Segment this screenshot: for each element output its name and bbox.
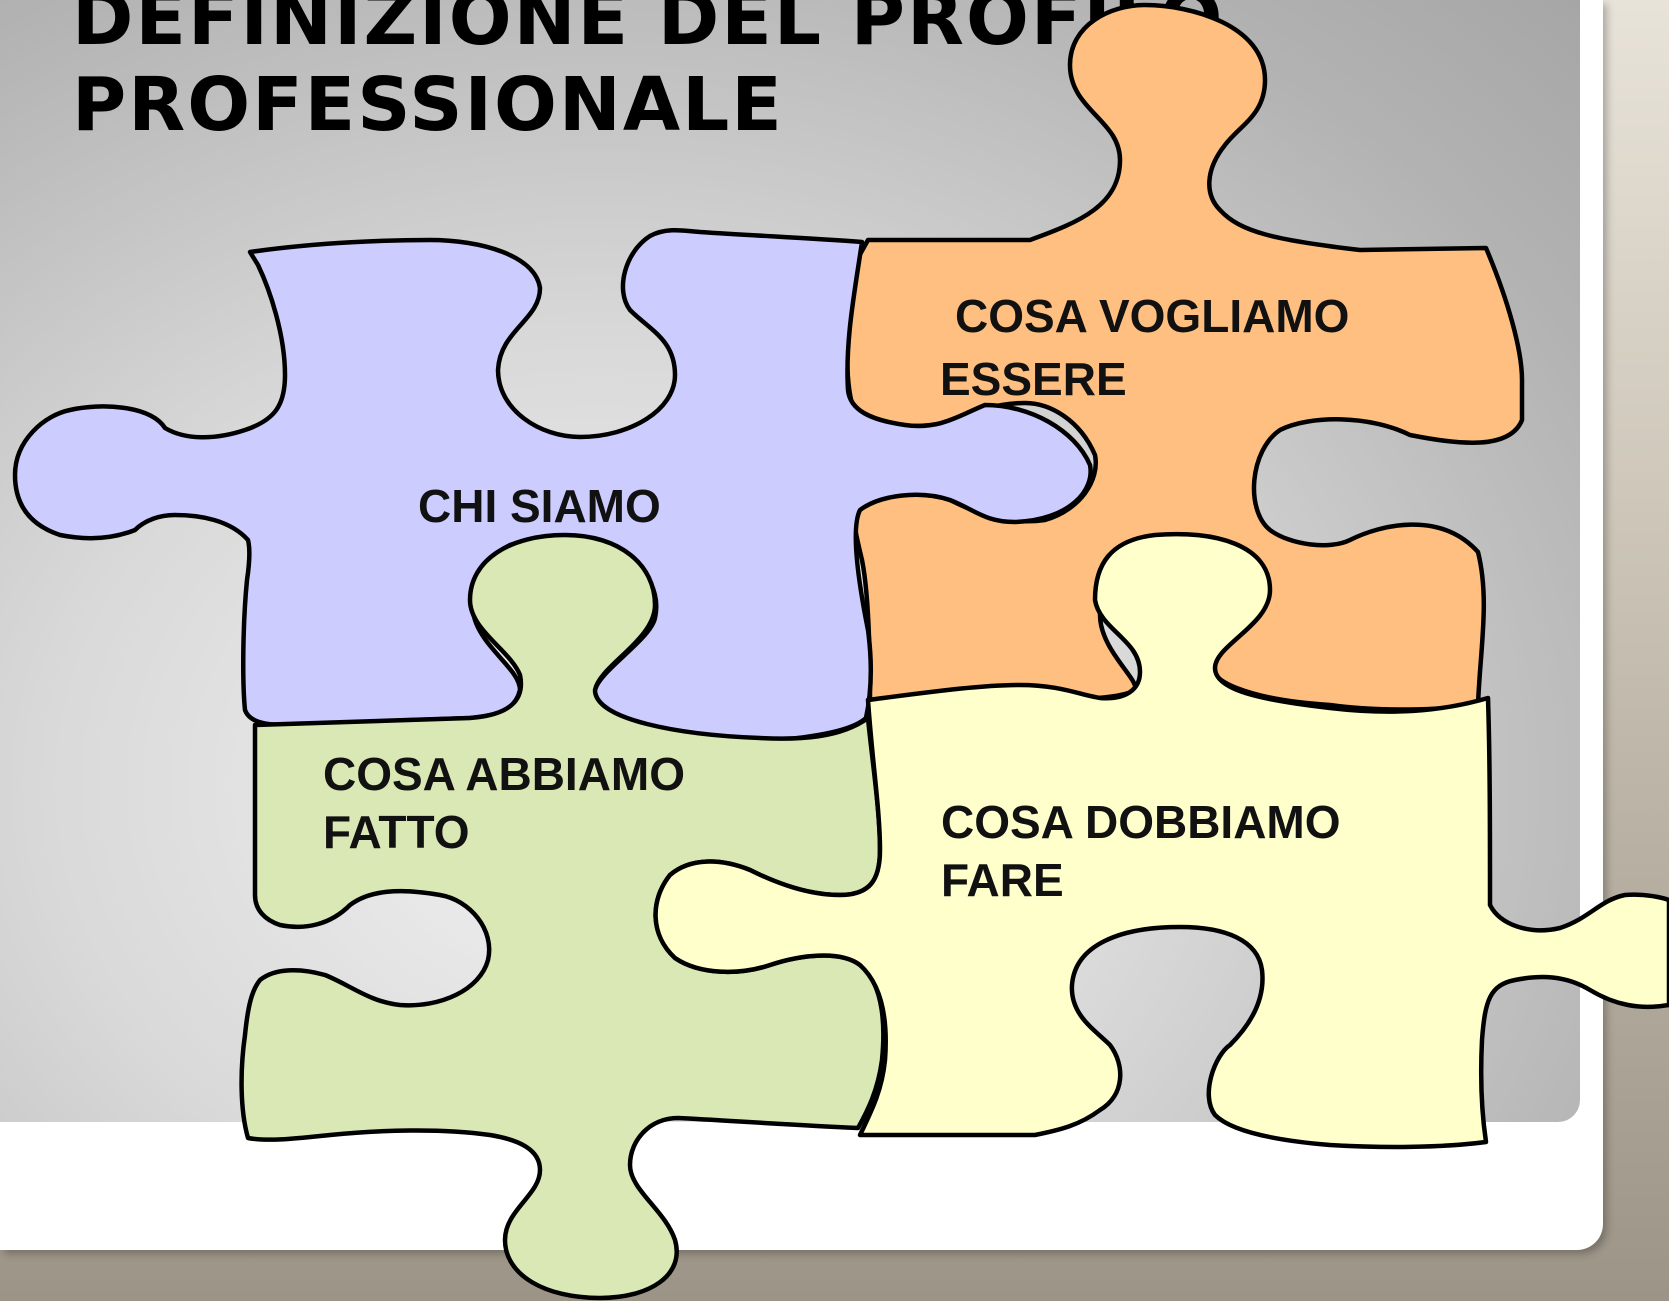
label-line: CHI SIAMO: [418, 480, 661, 532]
label-cosa-vogliamo-essere: COSA VOGLIAMO ESSERE: [940, 290, 1362, 405]
label-line: FARE: [941, 854, 1064, 906]
label-line: COSA DOBBIAMO: [941, 796, 1341, 848]
label-cosa-abbiamo-fatto: COSA ABBIAMO FATTO: [323, 748, 698, 858]
label-line: COSA VOGLIAMO: [955, 290, 1349, 342]
puzzle-piece-cosa-abbiamo-fatto: [239, 532, 886, 1301]
slide-title: DEFINIZIONE DEL PROFILO PROFESSIONALE: [72, 0, 1225, 148]
label-line: ESSERE: [940, 353, 1127, 405]
label-cosa-dobbiamo-fare: COSA DOBBIAMO FARE: [941, 796, 1353, 906]
puzzle-piece-shape: [653, 531, 1669, 1150]
label-line: FATTO: [323, 806, 470, 858]
label-line: COSA ABBIAMO: [323, 748, 685, 800]
puzzle-piece-shape: [239, 532, 886, 1301]
puzzle-piece-cosa-dobbiamo-fare: [653, 531, 1669, 1150]
label-chi-siamo: CHI SIAMO: [418, 480, 661, 532]
